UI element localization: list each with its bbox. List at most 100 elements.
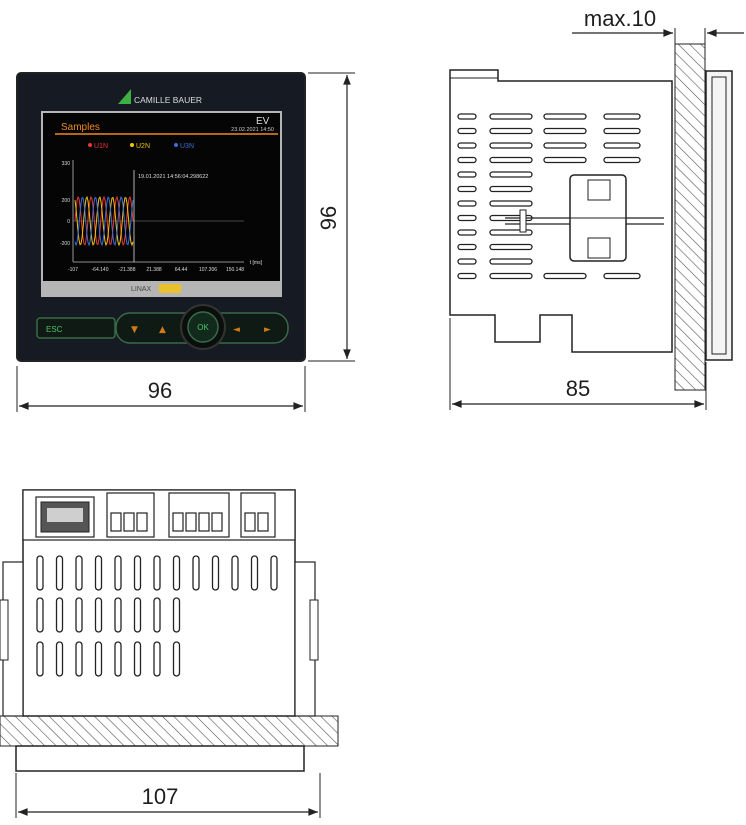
product-name: LINAX xyxy=(131,286,152,293)
ok-button[interactable] xyxy=(187,311,219,343)
x-tick-label: 64.44 xyxy=(175,267,188,273)
vent-slot xyxy=(457,113,477,120)
x-tick-label: 150.148 xyxy=(226,267,244,273)
front-width-label: 96 xyxy=(148,378,172,403)
display-screen: Samples 23.02.2021 14:50 EV U1N U2N U3N … xyxy=(41,111,282,297)
vent-slot xyxy=(457,171,477,178)
vent-slot xyxy=(457,127,477,135)
down-arrow-button[interactable]: ▼ xyxy=(131,325,138,335)
vent-slot xyxy=(489,243,533,251)
right-arrow-button[interactable]: ► xyxy=(264,325,271,335)
legend-label-u1n: U1N xyxy=(94,143,108,150)
y-tick-label: -200 xyxy=(60,241,70,247)
vent-slot xyxy=(172,555,181,591)
vent-slot xyxy=(457,214,477,222)
vent-slot xyxy=(114,555,122,591)
vent-slot xyxy=(94,597,103,633)
vent-slot xyxy=(133,555,142,591)
terminal-screw xyxy=(136,512,148,532)
screen-timestamp: 23.02.2021 14:50 xyxy=(231,127,274,133)
vent-slot xyxy=(114,597,122,633)
side-clamps xyxy=(0,561,319,717)
screen-legend: U1N U2N U3N xyxy=(88,143,194,150)
y-tick-label: 200 xyxy=(62,198,71,204)
vent-slot xyxy=(457,200,477,207)
esc-button[interactable] xyxy=(36,317,116,339)
vent-slot xyxy=(603,127,641,135)
panel-wall-bottom xyxy=(0,715,339,747)
vent-slot xyxy=(172,597,181,633)
vent-slot xyxy=(457,258,477,265)
terminal-screw xyxy=(244,512,256,532)
waveform-u1n xyxy=(74,195,134,246)
bottom-vent-slots xyxy=(36,555,278,677)
vent-slot xyxy=(114,641,122,677)
bottom-width-label: 107 xyxy=(142,784,179,809)
left-arrow-button[interactable]: ◄ xyxy=(233,325,240,335)
vent-slot xyxy=(489,272,533,280)
vent-slot xyxy=(543,113,587,120)
ethernet-port-icon xyxy=(35,496,95,538)
brand-logo-icon xyxy=(118,89,131,104)
vent-slot xyxy=(457,272,477,280)
vent-slot xyxy=(94,555,103,591)
svg-text:EV: EV xyxy=(256,116,270,127)
plot-y-ticks: 330 200 0 -200 xyxy=(60,161,70,247)
vent-slot xyxy=(133,597,142,633)
brand-name: CAMILLE BAUER xyxy=(134,95,202,105)
legend-label-u2n: U2N xyxy=(136,143,150,150)
y-tick-label: 0 xyxy=(67,219,70,225)
terminal-screw xyxy=(123,512,135,532)
vent-slot xyxy=(489,185,533,193)
y-tick-label: 330 xyxy=(62,161,71,167)
vent-slot xyxy=(543,127,587,135)
screen-title: Samples xyxy=(61,122,100,133)
keypad: ESC ▼ ▲ ◄ ► OK xyxy=(36,304,289,350)
x-tick-label: -21.388 xyxy=(119,267,136,273)
front-bezel-bottom xyxy=(15,745,305,772)
legend-label-u3n: U3N xyxy=(180,143,194,150)
vent-slot xyxy=(55,555,64,591)
vent-slot xyxy=(543,272,587,280)
vent-slot xyxy=(55,597,64,633)
vent-slot xyxy=(489,171,533,178)
vent-slot xyxy=(543,142,587,149)
panel-wall xyxy=(674,43,706,391)
legend-dot-u2n xyxy=(130,143,134,147)
vent-slot xyxy=(603,272,641,280)
product-badge xyxy=(159,284,181,293)
vent-slot xyxy=(457,185,477,193)
x-tick-label: -107 xyxy=(68,267,78,273)
terminal-screw xyxy=(110,512,122,532)
vent-slot xyxy=(457,156,477,164)
terminal-screw xyxy=(211,512,223,532)
vent-slot xyxy=(36,597,44,633)
vent-slot xyxy=(172,641,181,677)
vent-slot xyxy=(457,243,477,251)
terminal-screw xyxy=(257,512,269,532)
front-view: CAMILLE BAUER Samples 23.02.2021 14:50 E… xyxy=(16,72,355,412)
up-arrow-button[interactable]: ▲ xyxy=(159,325,166,335)
side-depth-label: 85 xyxy=(566,376,590,401)
x-tick-label: -64.140 xyxy=(92,267,109,273)
terminal-screw xyxy=(172,512,184,532)
vent-slot xyxy=(603,113,641,120)
vent-slot xyxy=(231,555,239,591)
legend-dot-u3n xyxy=(174,143,178,147)
x-tick-label: 21.388 xyxy=(146,267,162,273)
vent-slot xyxy=(36,555,44,591)
vent-slot xyxy=(457,229,477,236)
vent-slot xyxy=(75,555,83,591)
vent-slot xyxy=(153,641,161,677)
vent-slot xyxy=(489,156,533,164)
esc-button-label: ESC xyxy=(46,325,63,334)
vent-slot xyxy=(211,555,220,591)
housing-side-outline xyxy=(449,69,673,353)
vent-slot xyxy=(75,641,83,677)
ok-button-label: OK xyxy=(197,323,209,332)
vent-slot xyxy=(603,156,641,164)
terminal-blocks xyxy=(106,492,276,538)
bottom-width-dimension: 107 xyxy=(15,773,321,818)
vent-slot xyxy=(153,597,161,633)
